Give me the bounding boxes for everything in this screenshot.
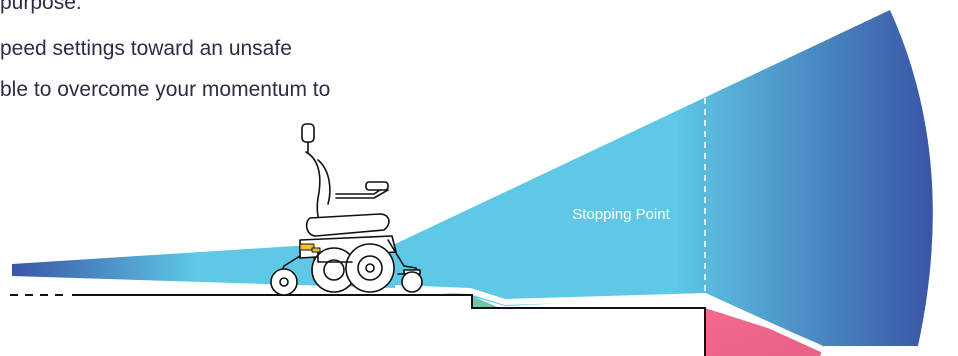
stopping-point-label: Stopping Point: [572, 206, 670, 223]
ground-line: [72, 295, 705, 356]
